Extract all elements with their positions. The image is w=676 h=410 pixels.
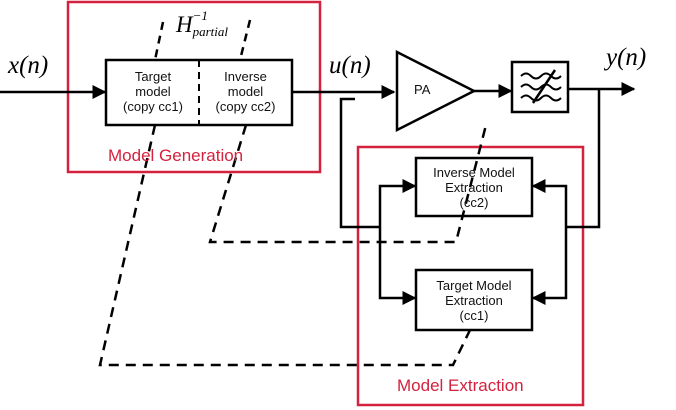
h-operator-base: H (176, 12, 193, 37)
u-feedback-line (339, 97, 380, 229)
model-extraction-region (356, 145, 585, 407)
low-pass-filter-icon (520, 69, 562, 104)
model-extraction-title: Model Extraction (397, 376, 524, 395)
target-model-label: Target model (copy cc1) (123, 69, 183, 114)
u-to-target-arrow (378, 227, 417, 305)
u-to-inverse-arrow (378, 179, 417, 227)
pa-label: PA (414, 82, 431, 97)
h-operator-superscript: −1 (192, 8, 208, 23)
input-signal-label: x(n) (8, 52, 49, 79)
inverse-model-label: Inverse model (copy cc2) (215, 69, 276, 114)
model-generation-region (66, 0, 322, 174)
target-extraction-box (414, 268, 534, 332)
inverse-extraction-label: Inverse Model Extraction (cc2) (433, 165, 515, 210)
h-operator-subscript: partial (192, 24, 229, 39)
cc2-transfer-dashed (208, 124, 488, 244)
model-generation-title: Model Generation (108, 146, 244, 165)
cc1-transfer-dashed (98, 124, 472, 367)
output-signal-label: y(n) (606, 44, 647, 71)
pa-amplifier (395, 49, 477, 133)
h-inverse-right-dash (238, 19, 252, 61)
feedback-to-target-arrow (531, 227, 568, 305)
pa-input-signal-label: u(n) (329, 52, 371, 79)
output-feedback-line (566, 89, 601, 229)
h-inverse-left-dash (153, 21, 165, 61)
feedback-to-inverse-arrow (531, 179, 568, 227)
target-extraction-label: Target Model Extraction (cc1) (436, 278, 512, 323)
